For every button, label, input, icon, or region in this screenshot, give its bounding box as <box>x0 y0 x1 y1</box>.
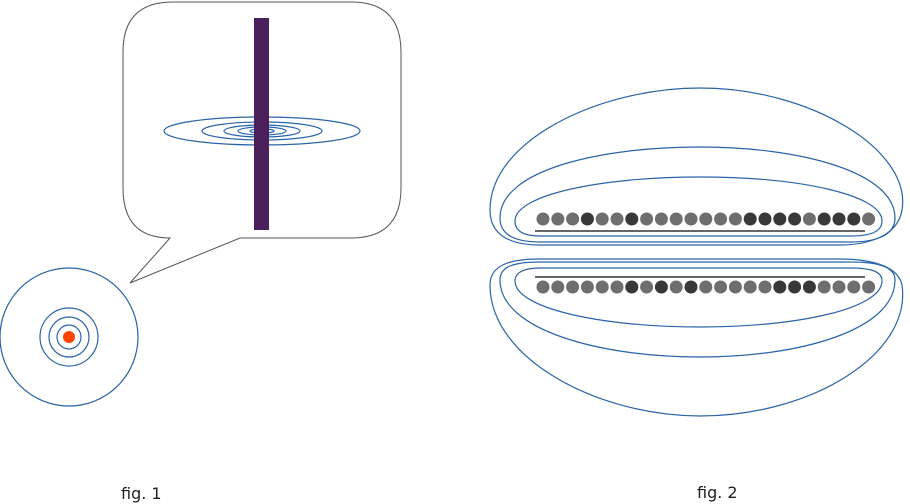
upper-charge-row <box>536 212 876 226</box>
charge-dot-light <box>728 212 742 226</box>
conductor-bar <box>254 18 269 230</box>
charge-dot-light <box>536 212 550 226</box>
charge-dot-dark <box>758 212 772 226</box>
charge-dot-light <box>640 212 654 226</box>
charge-dot-light <box>714 280 728 294</box>
charge-dot-light <box>847 280 861 294</box>
charge-dot-dark <box>832 212 846 226</box>
charge-dot-dark <box>773 212 787 226</box>
field-loop <box>499 261 896 358</box>
field-circle <box>0 267 139 407</box>
charge-dot-dark <box>625 212 639 226</box>
charge-dot-dark <box>847 212 861 226</box>
charge-dot-dark <box>625 280 639 294</box>
charge-dot-light <box>714 212 728 226</box>
charge-dot-dark <box>788 280 802 294</box>
charge-dot-light <box>640 280 654 294</box>
charge-dot-light <box>654 212 668 226</box>
concentric-field-circles <box>0 267 139 407</box>
field-circle <box>48 316 90 358</box>
charge-dot-light <box>817 280 831 294</box>
charge-dot-light <box>802 212 816 226</box>
charge-dot-dark <box>817 212 831 226</box>
field-loop <box>514 176 883 237</box>
charge-dot-light <box>862 212 876 226</box>
upper-field-loops <box>489 87 904 246</box>
charge-dot-light <box>595 212 609 226</box>
charge-dot-dark <box>773 280 787 294</box>
figure-2 <box>489 87 904 417</box>
charge-dot-light <box>728 280 742 294</box>
charge-dot-dark <box>788 212 802 226</box>
figure-2-caption: fig. 2 <box>697 483 738 502</box>
charge-dot-light <box>610 280 624 294</box>
charge-dot-light <box>551 280 565 294</box>
field-loop <box>514 267 883 328</box>
lower-charge-row <box>536 280 876 294</box>
charge-dot-dark <box>802 280 816 294</box>
field-loop <box>489 87 904 246</box>
charge-dot-light <box>684 212 698 226</box>
charge-dot-light <box>669 280 683 294</box>
field-loop <box>499 146 896 243</box>
charge-dot-dark <box>654 280 668 294</box>
charge-dot-light <box>699 212 713 226</box>
charge-dot-light <box>832 280 846 294</box>
charge-dot-light <box>536 280 550 294</box>
charge-dot-light <box>862 280 876 294</box>
charge-dot-dark <box>580 212 594 226</box>
field-loop <box>489 258 904 417</box>
figure-1 <box>0 1 402 407</box>
charge-dot-dark <box>743 212 757 226</box>
charge-dot-light <box>595 280 609 294</box>
charge-dot-light <box>610 212 624 226</box>
lower-field-loops <box>489 258 904 417</box>
field-circle <box>56 324 82 350</box>
charge-dot-light <box>566 212 580 226</box>
figure-1-caption: fig. 1 <box>121 484 162 503</box>
charge-dot-light <box>669 212 683 226</box>
charge-dot-light <box>758 280 772 294</box>
charge-dot-light <box>566 280 580 294</box>
charge-dot-dark <box>684 280 698 294</box>
field-circle <box>39 307 99 367</box>
point-charge-dot <box>63 331 75 343</box>
charge-dot-light <box>743 280 757 294</box>
charge-dot-light <box>580 280 594 294</box>
charge-dot-light <box>699 280 713 294</box>
charge-dot-light <box>551 212 565 226</box>
